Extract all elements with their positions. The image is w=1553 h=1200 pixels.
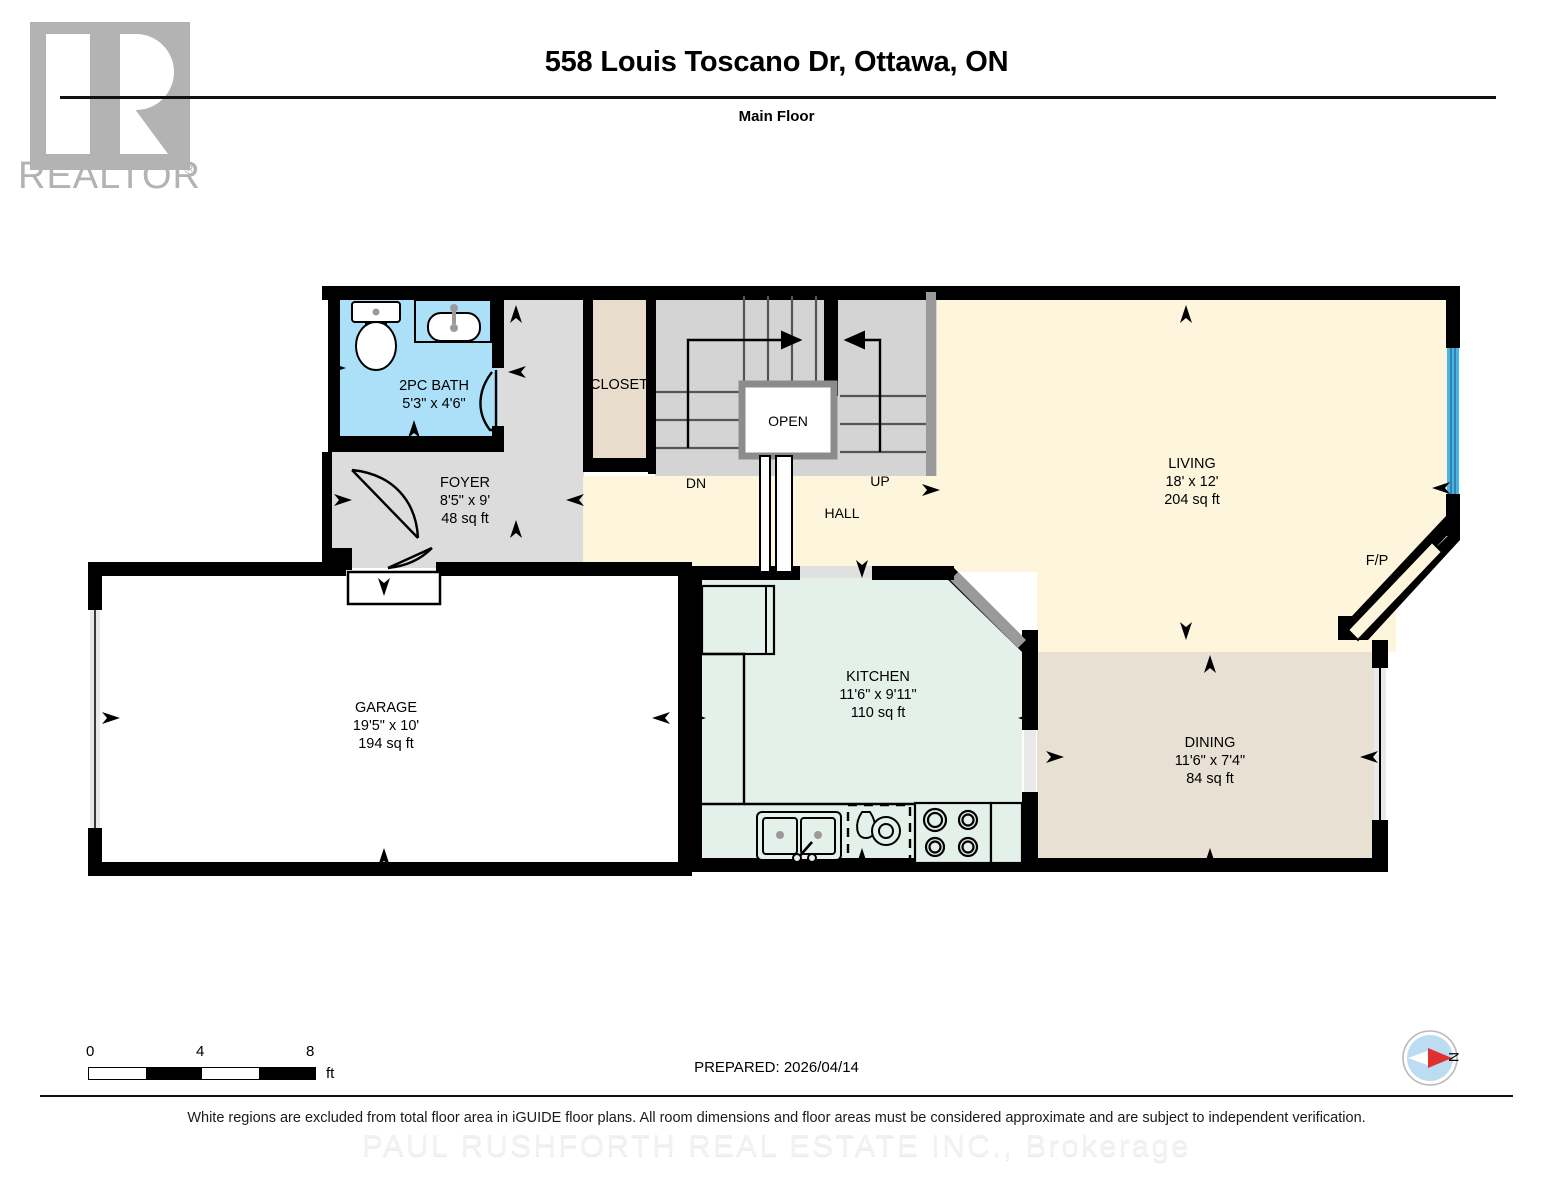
stair-direction-down <box>686 330 803 448</box>
room-label-living: LIVING <box>1168 456 1216 472</box>
wall-top <box>322 286 1460 300</box>
prepared-date: PREPARED: 2026/04/14 <box>694 1059 859 1076</box>
svg-text:REALTOR: REALTOR <box>18 155 201 197</box>
room-area-foyer: 48 sq ft <box>441 511 489 527</box>
wall-garage-top-right <box>436 562 690 576</box>
garage-fill <box>96 572 678 870</box>
kitchen-dishwasher <box>846 803 912 865</box>
wall-foyer-entry-jamb <box>330 548 352 570</box>
room-label-bath: 2PC BATH <box>399 378 469 394</box>
scale-track <box>88 1067 316 1080</box>
page-title: 558 Louis Toscano Dr, Ottawa, ON <box>544 46 1009 78</box>
room-dims-garage: 19'5" x 10' <box>353 718 420 734</box>
wall-garage-right <box>678 562 692 876</box>
kitchen-stove-icon <box>913 801 993 865</box>
wall-garage-top-left <box>88 562 346 576</box>
wall-kitchen-top-right <box>872 566 954 580</box>
compass-north-label: N <box>1446 1052 1462 1063</box>
wall-foyer-left <box>322 452 332 564</box>
hall-label: HALL <box>824 505 859 521</box>
wall-bath-right-top <box>492 286 504 368</box>
foyer-fill-2 <box>498 292 584 568</box>
footer-divider <box>40 1095 1513 1097</box>
fireplace-label: F/P <box>1366 553 1389 569</box>
kitchen-fill <box>700 576 1022 866</box>
room-area-dining: 84 sq ft <box>1186 771 1234 787</box>
compass-icon <box>1402 1030 1458 1086</box>
scale-min-label: 0 <box>86 1043 95 1060</box>
stair-down-label: DN <box>686 475 706 491</box>
entry-door-swing <box>351 468 420 539</box>
toilet-icon <box>351 301 401 371</box>
wall-stair-left <box>648 292 656 474</box>
room-dims-living: 18' x 12' <box>1165 474 1218 490</box>
hall-fill-2 <box>583 476 655 572</box>
room-dims-foyer: 8'5" x 9' <box>440 493 490 509</box>
wall-bath-right-bottom <box>492 426 504 452</box>
wall-closet-bottom <box>583 458 656 472</box>
entry-door-threshold <box>346 570 442 606</box>
scale-mid-label: 4 <box>196 1043 205 1060</box>
wall-kitchen-top-left <box>690 566 800 580</box>
room-label-kitchen: KITCHEN <box>846 669 910 685</box>
sink-icon <box>414 299 492 343</box>
stair-direction-up <box>843 330 882 452</box>
disclaimer-text: White regions are excluded from total fl… <box>187 1110 1366 1126</box>
room-label-garage: GARAGE <box>355 700 417 716</box>
wall-stair-mid <box>824 292 838 396</box>
stair-open-label: OPEN <box>768 413 808 429</box>
living-room-fill <box>937 292 1453 652</box>
wall-right-upper <box>1446 286 1460 348</box>
kitchen-upper-cabinet <box>700 584 776 656</box>
scale-bar: 0 4 8 ft <box>78 1043 348 1093</box>
wall-kitchen-angle-inner <box>950 572 1026 648</box>
kitchen-counter-left <box>702 652 746 806</box>
wall-garage-left-top <box>88 562 102 610</box>
room-dims-dining: 11'6" x 7'4" <box>1175 753 1245 769</box>
fireplace-hearth <box>1346 540 1444 642</box>
room-area-garage: 194 sq ft <box>358 736 414 752</box>
stair-treads-up <box>840 394 926 454</box>
wall-right-dining-top <box>1372 640 1388 668</box>
wall-kitchen-dining-top <box>1022 630 1038 730</box>
fireplace-wall-inner <box>1338 516 1456 628</box>
wall-kitchen-dining-bottom <box>1022 792 1038 866</box>
room-dims-bath: 5'3" x 4'6" <box>402 396 465 412</box>
floor-label: Main Floor <box>738 108 815 125</box>
room-label-foyer: FOYER <box>440 475 490 491</box>
room-dims-kitchen: 11'6" x 9'11" <box>839 687 916 703</box>
svg-text:®: ® <box>184 161 196 178</box>
kitchen-sink-icon <box>756 811 842 863</box>
living-window <box>1447 348 1459 494</box>
door-kitchen-top <box>800 566 872 578</box>
wall-bath-bottom <box>328 436 504 452</box>
wall-stair-right <box>926 292 936 476</box>
room-area-kitchen: 110 sq ft <box>851 705 906 721</box>
scale-max-label: 8 <box>306 1043 315 1060</box>
room-label-dining: DINING <box>1185 735 1236 751</box>
header-divider <box>60 96 1496 99</box>
room-label-closet: CLOSET <box>590 377 648 393</box>
camera-markers <box>102 305 1450 866</box>
garage-door-swing <box>387 547 433 570</box>
bath-door-swing <box>479 371 496 432</box>
stair-up-label: UP <box>870 473 889 489</box>
kitchen-faucet-icon <box>856 811 876 840</box>
room-area-living: 204 sq ft <box>1164 492 1220 508</box>
scale-unit-label: ft <box>326 1065 335 1082</box>
closet-fill <box>592 296 648 464</box>
wall-garage-bottom <box>88 862 690 876</box>
door-kitchen-dining <box>1024 730 1036 792</box>
dining-room-fill <box>1037 652 1383 864</box>
